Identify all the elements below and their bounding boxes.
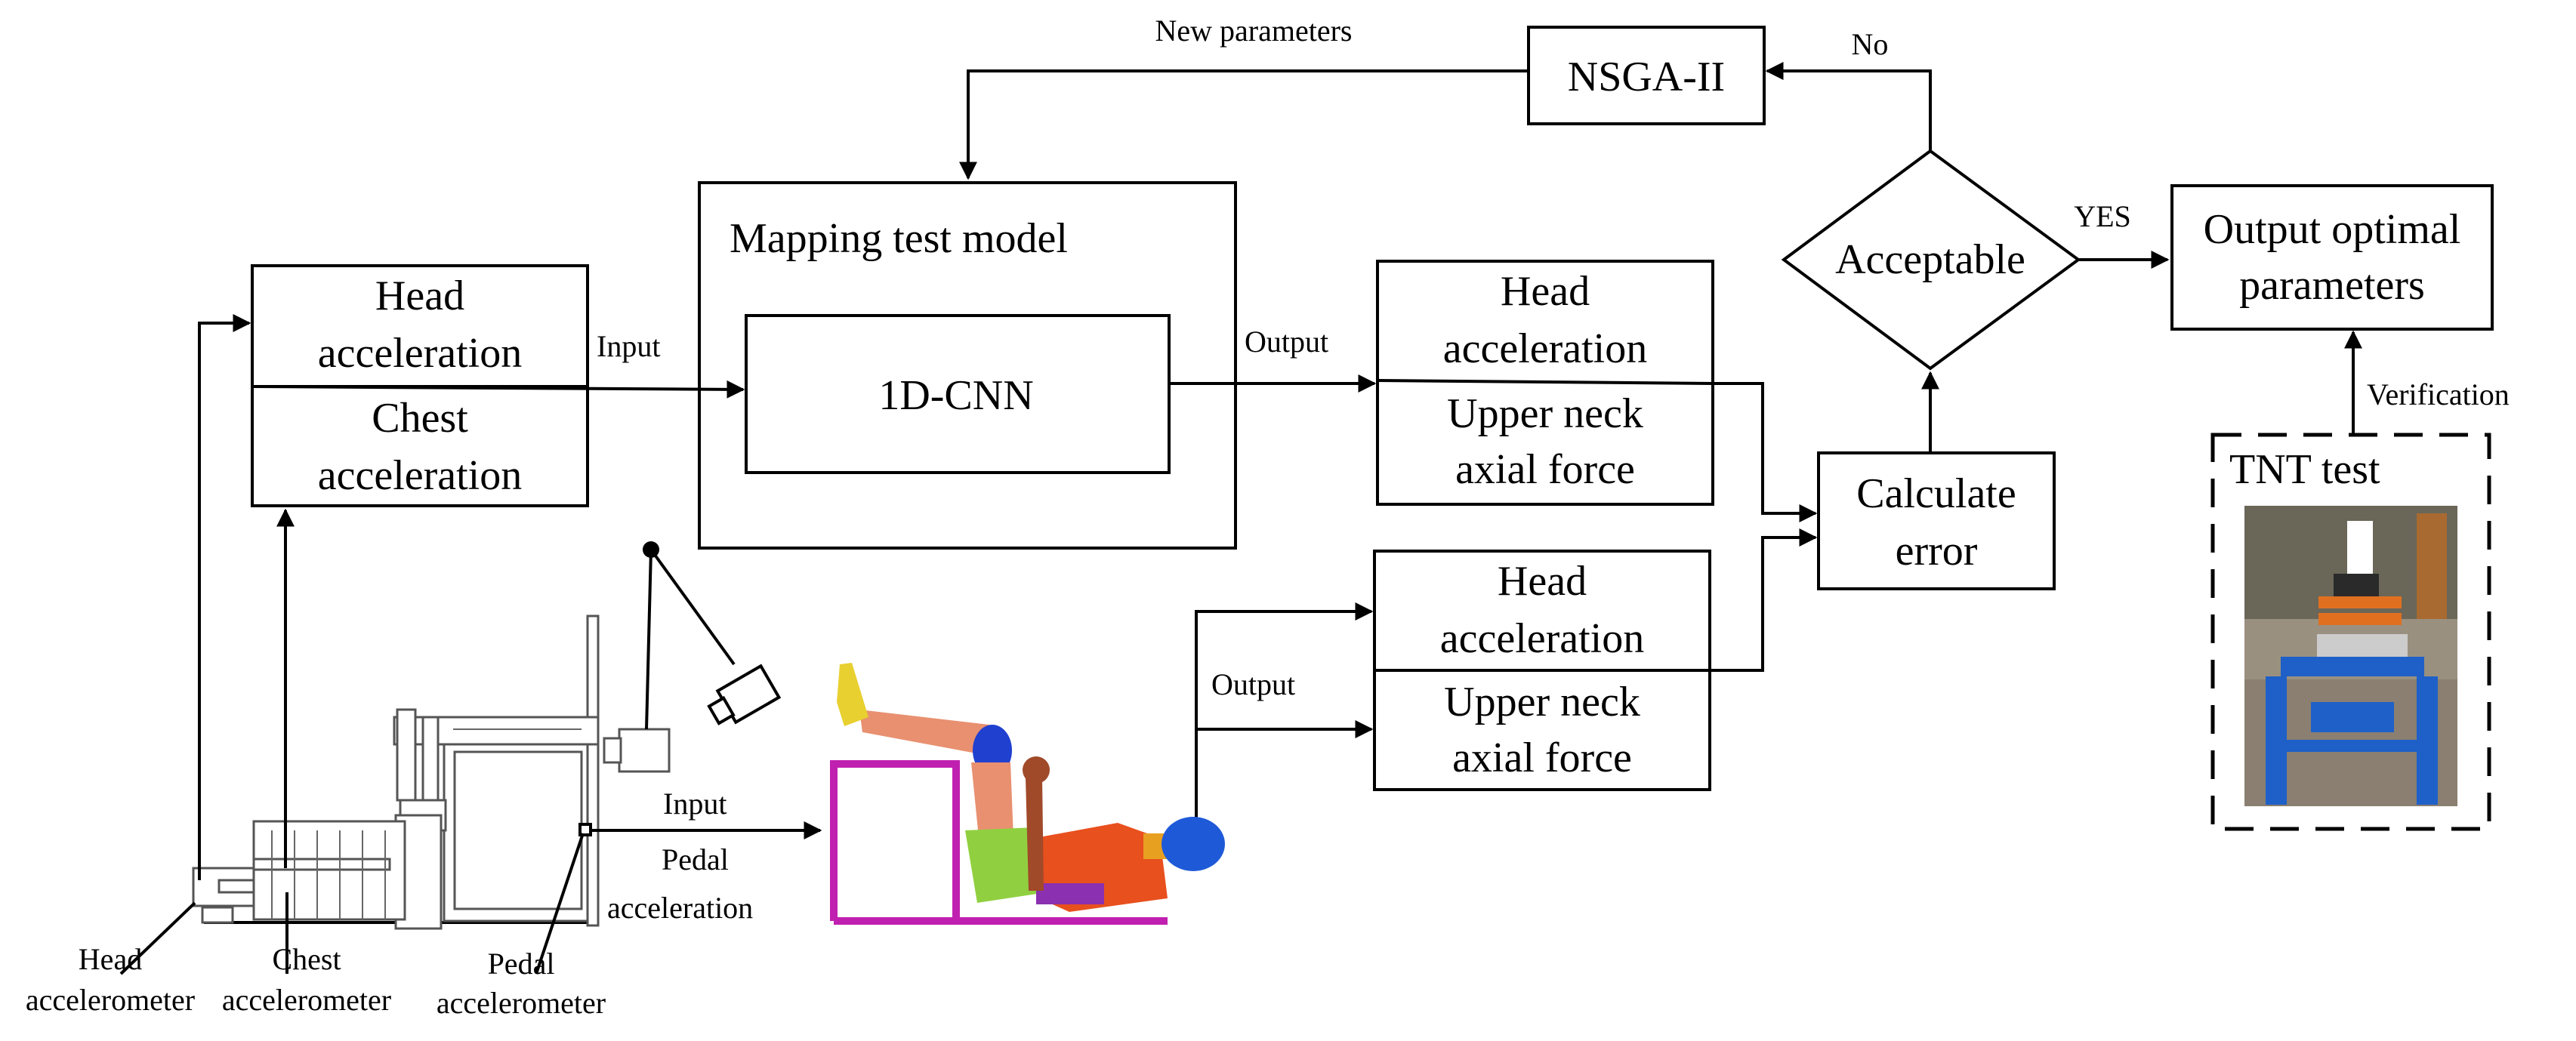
input-bottom-edge: Input Pedal acceleration <box>591 787 822 925</box>
pedal-accelerometer-label-2: accelerometer <box>437 986 606 1020</box>
verification-edge: Verification <box>2344 330 2510 435</box>
tnt-photo <box>2244 506 2457 806</box>
output-bottom-head-1: Head <box>1498 558 1587 605</box>
optimal-label-2: parameters <box>2239 262 2425 309</box>
output-top-neck-2: axial force <box>1455 446 1635 493</box>
calc-label-2: error <box>1896 528 1978 574</box>
sensor-arrows <box>119 314 585 975</box>
new-parameters-edge: New parameters <box>959 14 1529 180</box>
head-accelerometer-label-1: Head <box>79 942 142 976</box>
head-accelerometer-label-2: accelerometer <box>26 983 195 1017</box>
photo-frame-mid <box>2311 702 2394 732</box>
output-top-head-2: acceleration <box>1443 325 1647 372</box>
output-bottom-edge: Output <box>1189 602 1374 847</box>
output-bottom-neck-2: axial force <box>1452 735 1632 781</box>
yes-label: YES <box>2074 199 2131 233</box>
input-head-label-2: acceleration <box>318 330 522 377</box>
input-bottom-label: Input <box>663 787 727 821</box>
chest-accelerometer-label-2: accelerometer <box>222 983 391 1017</box>
yes-edge: YES <box>2074 199 2170 269</box>
pedal-accel-label-1: Pedal <box>662 842 729 876</box>
dummy-hand <box>1023 756 1050 784</box>
output-top-edge: Output <box>1169 325 1377 393</box>
seat-outline <box>830 760 960 921</box>
acceptable-label: Acceptable <box>1835 236 2025 283</box>
pedal-accelerometer-label-1: Pedal <box>488 947 555 981</box>
test-rig-drawing <box>192 541 782 930</box>
nsga-node: NSGA-II <box>1527 26 1766 125</box>
pedal-accel-label-2: acceleration <box>607 891 753 925</box>
no-label: No <box>1852 27 1889 61</box>
photo-frame-top <box>2281 657 2424 676</box>
input-chest-label-1: Chest <box>372 395 468 442</box>
mapping-test-model: Mapping test model 1D-CNN <box>698 181 1237 550</box>
dummy-thigh <box>971 762 1013 838</box>
dummy-model <box>830 663 1225 925</box>
optimal-parameters-node: Output optimal parameters <box>2170 184 2494 331</box>
tnt-label: TNT test <box>2229 446 2380 493</box>
photo-frame-low <box>2273 740 2432 752</box>
verification-label: Verification <box>2367 377 2510 411</box>
no-edge: No <box>1765 27 1932 151</box>
optimal-label-1: Output optimal <box>2204 206 2461 253</box>
output-bottom-label: Output <box>1211 667 1295 701</box>
output-top-box: Head acceleration Upper neck axial force <box>1376 260 1714 506</box>
nsga-label: NSGA-II <box>1568 54 1725 100</box>
mapping-title: Mapping test model <box>730 215 1068 262</box>
new-parameters-label: New parameters <box>1155 14 1353 48</box>
calc-label-1: Calculate <box>1856 470 2016 517</box>
input-head-label-1: Head <box>375 273 464 319</box>
output-bottom-box: Head acceleration Upper neck axial force <box>1373 550 1711 791</box>
cnn-box <box>745 314 1171 474</box>
seat-frame <box>830 760 1168 925</box>
input-chest-label-2: acceleration <box>318 452 522 499</box>
input-top-label: Input <box>597 329 660 363</box>
cnn-label: 1D-CNN <box>878 372 1033 419</box>
tnt-test-panel: TNT test <box>2210 433 2491 831</box>
output-bottom-neck-1: Upper neck <box>1444 679 1640 725</box>
calculate-error-node: Calculate error <box>1817 451 2056 590</box>
output-bottom-head-2: acceleration <box>1440 615 1644 662</box>
output-top-label: Output <box>1245 325 1328 359</box>
dummy-arm <box>1026 778 1044 891</box>
acceptable-decision: Acceptable <box>1781 149 2081 371</box>
dummy-lower-leg <box>859 710 989 755</box>
dummy-foot <box>837 663 868 726</box>
sensor-labels: Head accelerometer Chest accelerometer P… <box>26 942 606 1020</box>
output-top-head-1: Head <box>1501 268 1590 315</box>
to-calc-edges <box>1710 382 1818 672</box>
output-top-neck-1: Upper neck <box>1447 390 1643 437</box>
chest-accelerometer-label-1: Chest <box>272 942 341 976</box>
input-edge: Input <box>251 329 745 399</box>
dummy-helmet <box>1162 817 1225 871</box>
